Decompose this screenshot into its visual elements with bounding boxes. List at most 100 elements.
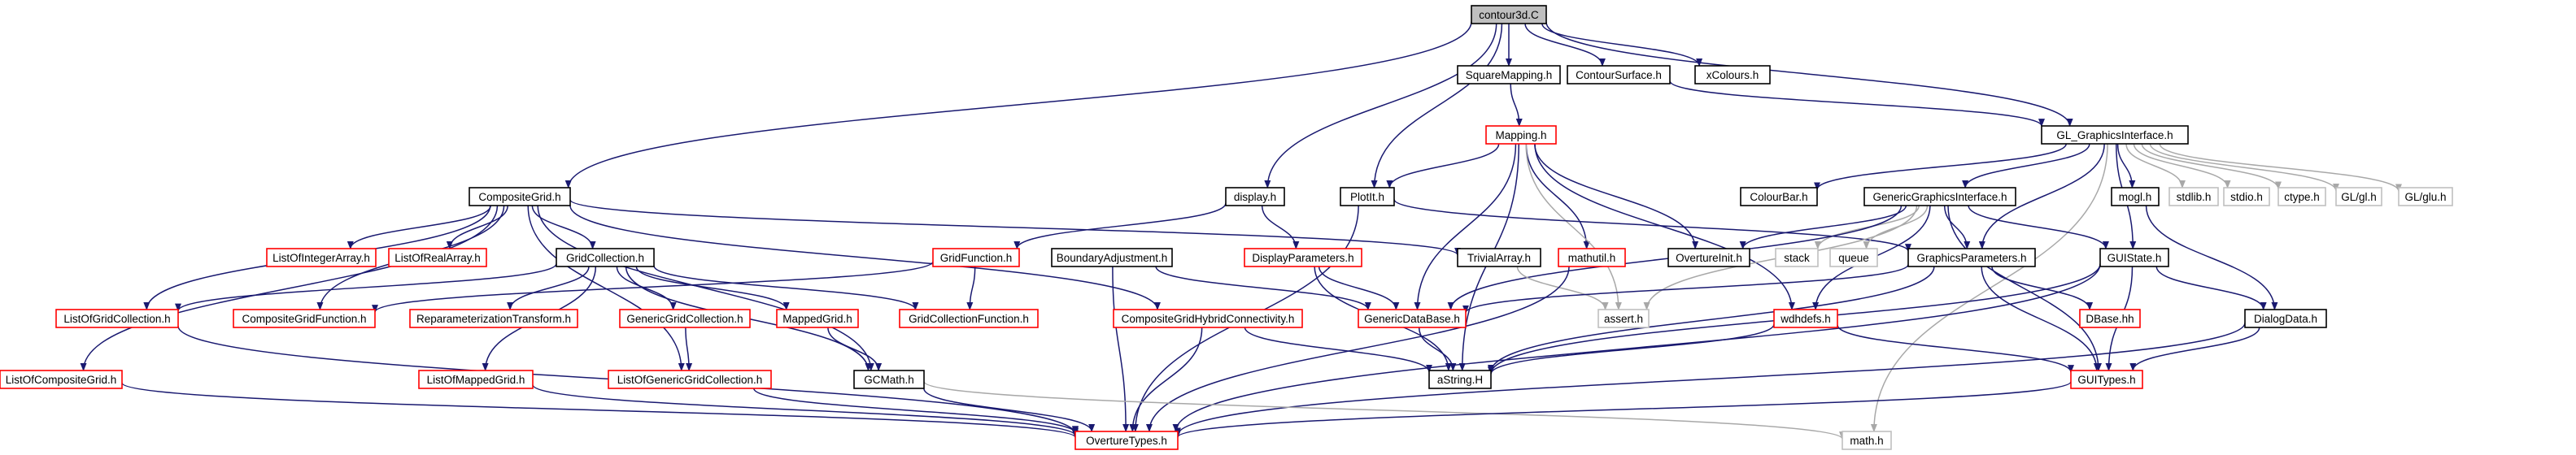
node-label: queue (1838, 252, 1869, 264)
node-gl-graphicsinterface-h[interactable]: GL_GraphicsInterface.h (2041, 125, 2189, 145)
edge-graphicsparameters_h-to-dbase_hh (1991, 266, 2094, 310)
edge-guitypes_h-to-overturetypes_h (1175, 381, 2072, 439)
edge-gridfunction_h-to-gridcollectionfunction_h (966, 266, 976, 310)
node-label: GridFunction.h (940, 252, 1013, 264)
edge-compositegridhybridconnectivity_h-to-overturetypes_h (1129, 327, 1203, 432)
edge-genericgraphicsinterface_h-to-graphicsparameters_h (1943, 205, 1971, 249)
node-label: MappedGrid.h (782, 313, 852, 325)
node-label: ListOfCompositeGrid.h (6, 374, 117, 386)
node-box (1051, 248, 1173, 267)
node-label: mogl.h (2119, 191, 2152, 203)
node-genericgraphicsinterface-h[interactable]: GenericGraphicsInterface.h (1863, 187, 2016, 206)
node-contour3d-c[interactable]: contour3d.C (1471, 5, 1547, 24)
edge-genericgridcollection_h-to-listofgenericgridcollection_h (685, 327, 693, 371)
node-label: GL_GraphicsInterface.h (2056, 129, 2173, 141)
node-dbase-hh[interactable]: DBase.hh (2079, 309, 2141, 328)
node-dialogdata-h[interactable]: DialogData.h (2244, 309, 2327, 328)
edge-gl_graphicsinterface_h-to-gl_glu_h (2159, 143, 2402, 193)
node-genericdatabase-h[interactable]: GenericDataBase.h (1358, 309, 1467, 328)
edge-mapping_h-to-genericdatabase_h (1414, 143, 1517, 310)
node-contoursurface-h[interactable]: ContourSurface.h (1567, 65, 1671, 84)
node-gridcollection-h[interactable]: GridCollection.h (556, 248, 655, 267)
node-boundaryadjustment-h[interactable]: BoundaryAdjustment.h (1051, 248, 1173, 267)
node-listofmappedgrid-h[interactable]: ListOfMappedGrid.h (418, 370, 534, 389)
node-box (556, 248, 655, 267)
node-box (1667, 248, 1750, 267)
edge-compositegridhybridconnectivity_h-to-astring_h (1244, 327, 1432, 373)
edge-gl_graphicsinterface_h-to-colourbar_h (1814, 143, 2067, 191)
edge-genericgraphicsinterface_h-to-overtureinit_h (1739, 205, 1907, 249)
node-display-h[interactable]: display.h (1225, 187, 1285, 206)
node-listofcompositegrid-h[interactable]: ListOfCompositeGrid.h (0, 370, 123, 389)
node-box (619, 309, 751, 328)
node-squaremapping-h[interactable]: SquareMapping.h (1457, 65, 1561, 84)
node-listofrealarray-h[interactable]: ListOfRealArray.h (388, 248, 487, 267)
edge-mappedgrid_h-to-gcmath_h (827, 327, 883, 371)
node-xcolours-h[interactable]: xColours.h (1694, 65, 1771, 84)
node-overtureinit-h[interactable]: OvertureInit.h (1667, 248, 1750, 267)
node-label: OvertureInit.h (1676, 252, 1742, 264)
node-mathutil-h[interactable]: mathutil.h (1558, 248, 1626, 267)
node-label: GridCollection.h (566, 252, 644, 264)
node-compositegridhybridconnectivity-h[interactable]: CompositeGridHybridConnectivity.h (1113, 309, 1303, 328)
node-plotit-h[interactable]: PlotIt.h (1340, 187, 1395, 206)
edge-gl_graphicsinterface_h-to-mogl_h (2116, 143, 2136, 188)
node-compositegridfunction-h[interactable]: CompositeGridFunction.h (233, 309, 376, 328)
node-guistate-h[interactable]: GUIState.h (2099, 248, 2169, 267)
node-graphicsparameters-h[interactable]: GraphicsParameters.h (1907, 248, 2036, 267)
edge-gridcollection_h-to-genericgridcollection_h (616, 266, 677, 310)
node-box (266, 248, 377, 267)
edge-gl_graphicsinterface_h-to-math_h (1870, 143, 2108, 432)
edge-listofmappedgrid_h-to-overturetypes_h (532, 384, 1079, 437)
node-genericgridcollection-h[interactable]: GenericGridCollection.h (619, 309, 751, 328)
node-mogl-h[interactable]: mogl.h (2111, 187, 2160, 206)
node-box (2070, 370, 2143, 389)
edge-compositegrid_h-to-gcmath_h (537, 205, 874, 371)
node-box (388, 248, 487, 267)
node-ctype-h: ctype.h (2277, 187, 2326, 206)
edge-gl_graphicsinterface_h-to-genericgraphicsinterface_h (1962, 143, 2090, 188)
node-box (1773, 309, 1838, 328)
node-wdhdefs-h[interactable]: wdhdefs.h (1773, 309, 1838, 328)
edge-listofgenericgridcollection_h-to-overturetypes_h (753, 388, 1079, 435)
node-mappedgrid-h[interactable]: MappedGrid.h (776, 309, 859, 328)
node-box (1428, 370, 1492, 389)
node-assert-h: assert.h (1597, 309, 1650, 328)
edge-mapping_h-to-wdhdefs_h (1534, 143, 1795, 310)
node-astring-h[interactable]: aString.H (1428, 370, 1492, 389)
node-colourbar-h[interactable]: ColourBar.h (1740, 187, 1818, 206)
node-displayparameters-h[interactable]: DisplayParameters.h (1244, 248, 1362, 267)
node-label: ctype.h (2284, 191, 2320, 203)
node-listofintegerarray-h[interactable]: ListOfIntegerArray.h (266, 248, 377, 267)
node-label: ColourBar.h (1750, 191, 1807, 203)
node-gridfunction-h[interactable]: GridFunction.h (932, 248, 1020, 267)
node-reparameterizationtransform-h[interactable]: ReparameterizationTransform.h (409, 309, 578, 328)
node-guitypes-h[interactable]: GUITypes.h (2070, 370, 2143, 389)
edge-contoursurface_h-to-gl_graphicsinterface_h (1669, 80, 2045, 128)
node-box (1358, 309, 1467, 328)
node-box (1225, 187, 1285, 206)
node-gcmath-h[interactable]: GCMath.h (853, 370, 925, 389)
node-label: ListOfGridCollection.h (63, 313, 170, 325)
node-box (469, 187, 571, 206)
node-label: ListOfRealArray.h (394, 252, 481, 264)
node-label: CompositeGridHybridConnectivity.h (1122, 313, 1295, 325)
node-label: stdio.h (2230, 191, 2263, 203)
edge-compositegrid_h-to-trivialarray_h (569, 199, 1461, 256)
node-mapping-h[interactable]: Mapping.h (1485, 125, 1557, 145)
node-label: GUIState.h (2107, 252, 2162, 264)
edge-gridcollection_h-to-reparameterizationtransform_h (507, 266, 590, 310)
node-trivialarray-h[interactable]: TrivialArray.h (1457, 248, 1541, 267)
edge-mapping_h-to-mathutil_h (1525, 143, 1590, 249)
node-gridcollectionfunction-h[interactable]: GridCollectionFunction.h (899, 309, 1039, 328)
node-overturetypes-h[interactable]: OvertureTypes.h (1074, 431, 1179, 450)
node-label: wdhdefs.h (1780, 313, 1831, 325)
node-listofgenericgridcollection-h[interactable]: ListOfGenericGridCollection.h (608, 370, 772, 389)
node-label: CompositeGrid.h (478, 191, 560, 203)
edge-plotit_h-to-graphicsparameters_h (1393, 198, 1911, 253)
node-listofgridcollection-h[interactable]: ListOfGridCollection.h (55, 309, 179, 328)
node-box (2335, 187, 2382, 206)
edge-display_h-to-displayparameters_h (1261, 205, 1300, 249)
node-compositegrid-h[interactable]: CompositeGrid.h (469, 187, 571, 206)
edge-gl_graphicsinterface_h-to-stdio_h (2133, 143, 2231, 188)
